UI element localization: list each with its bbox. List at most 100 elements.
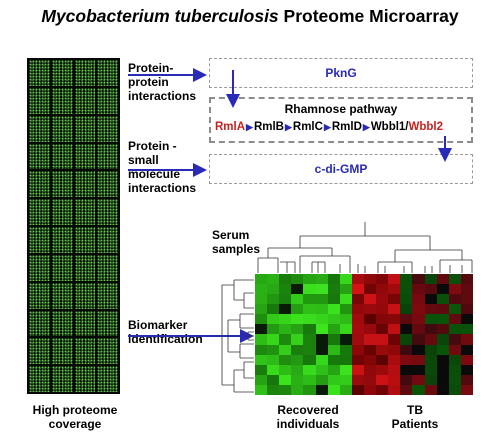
heatmap-cell <box>315 364 328 375</box>
heatmap-cell <box>339 374 352 385</box>
title-rest: Proteome Microarray <box>278 6 459 26</box>
heatmap-cell <box>436 384 449 395</box>
heatmap-cell <box>460 384 473 395</box>
heatmap-cell <box>388 314 401 325</box>
heatmap-cell <box>436 354 449 365</box>
heatmap-cell <box>303 294 316 305</box>
rhamnose-pathway-box: Rhamnose pathway RmlA▶RmlB▶RmlC▶RmlD▶Wbb… <box>209 97 473 143</box>
array-block <box>29 366 50 392</box>
heatmap-cell <box>424 384 437 395</box>
heatmap-cell <box>351 274 364 285</box>
heatmap-cell <box>363 334 377 345</box>
heatmap-cell <box>303 274 316 285</box>
array-block <box>51 199 73 225</box>
heatmap-cell <box>267 384 280 395</box>
heatmap-cell <box>388 274 401 285</box>
heatmap-cell <box>279 314 292 325</box>
heatmap-cell <box>315 314 328 325</box>
heatmap-cell <box>255 284 268 295</box>
heatmap-cell <box>363 304 377 315</box>
heatmap-cell <box>424 354 437 365</box>
array-block <box>51 227 73 253</box>
heatmap-cell <box>412 304 425 315</box>
heatmap-cell <box>351 354 364 365</box>
heatmap-cell <box>376 344 389 355</box>
heatmap-cell <box>448 374 461 385</box>
title-species: Mycobacterium tuberculosis <box>41 6 279 26</box>
heatmap-cell <box>412 334 425 345</box>
heatmap-cell <box>279 274 292 285</box>
rhamnose-pathway-title: Rhamnose pathway <box>284 102 398 116</box>
heatmap-cell <box>363 314 377 325</box>
heatmap-cell <box>448 314 461 325</box>
serum-samples-label: Serum samples <box>212 228 261 256</box>
heatmap-cell <box>388 324 401 335</box>
heatmap-cell <box>460 334 473 345</box>
heatmap-cell <box>376 274 389 285</box>
heatmap-cell <box>255 304 268 315</box>
heatmap-cell <box>448 304 461 315</box>
heatmap-cell <box>436 324 449 335</box>
array-block <box>51 310 73 337</box>
cdigmp-box: c-di-GMP <box>209 154 473 184</box>
array-block <box>29 60 50 86</box>
heatmap-cell <box>412 384 425 395</box>
heatmap-cell <box>448 354 461 365</box>
heatmap-cell <box>327 294 340 305</box>
heatmap-cell <box>388 334 401 345</box>
heatmap-cell <box>400 324 413 335</box>
array-block <box>29 310 50 337</box>
pathway-enzyme: Wbbl1/ <box>370 121 409 133</box>
heatmap-cell <box>303 364 316 375</box>
heatmap-cell <box>291 274 304 285</box>
heatmap-cell <box>351 324 364 335</box>
heatmap-cell <box>255 334 268 345</box>
heatmap-cell <box>460 354 473 365</box>
heatmap-cell <box>412 284 425 295</box>
heatmap-cell <box>291 384 304 395</box>
heatmap-cell <box>339 314 352 325</box>
heatmap-cell <box>291 304 304 315</box>
heatmap-cell <box>315 334 328 345</box>
array-block <box>51 115 73 142</box>
heatmap-cell <box>267 314 280 325</box>
heatmap-cell <box>460 294 473 305</box>
heatmap-cell <box>376 384 389 395</box>
heatmap-cell <box>412 314 425 325</box>
heatmap-cell <box>424 294 437 305</box>
heatmap-cell <box>351 384 364 395</box>
heatmap-cell <box>327 364 340 375</box>
heatmap-cell <box>279 294 292 305</box>
heatmap-cell <box>376 354 389 365</box>
heatmap-cell <box>424 374 437 385</box>
array-block <box>74 366 96 392</box>
heatmap-cell <box>267 284 280 295</box>
array-block <box>97 60 118 86</box>
array-block <box>97 366 118 392</box>
heatmap-cell <box>388 304 401 315</box>
array-block <box>97 227 118 253</box>
array-block <box>74 60 96 86</box>
heatmap-cell <box>448 344 461 355</box>
rhamnose-pathway-chain: RmlA▶RmlB▶RmlC▶RmlD▶Wbbl1/Wbbl2 <box>215 121 471 133</box>
heatmap-cell <box>327 334 340 345</box>
heatmap-cell <box>279 324 292 335</box>
heatmap-cell <box>460 324 473 335</box>
heatmap-cell <box>327 384 340 395</box>
heatmap-cell <box>424 344 437 355</box>
pathway-enzyme: Wbbl2 <box>408 121 444 133</box>
array-block <box>97 171 118 198</box>
heatmap-cell <box>412 364 425 375</box>
heatmap-cell <box>267 344 280 355</box>
array-block <box>29 143 50 170</box>
heatmap-cell <box>303 334 316 345</box>
array-block <box>74 282 96 309</box>
heatmap-cell <box>376 324 389 335</box>
heatmap-cell <box>351 314 364 325</box>
tb-patients-label: TB Patients <box>391 403 439 431</box>
pathway-arrow: ▶ <box>362 121 370 132</box>
heatmap-cell <box>424 314 437 325</box>
heatmap-cell <box>460 374 473 385</box>
heatmap-cell <box>363 374 377 385</box>
